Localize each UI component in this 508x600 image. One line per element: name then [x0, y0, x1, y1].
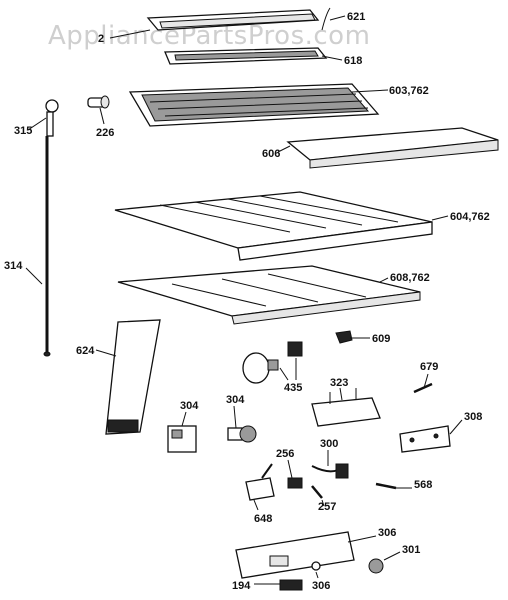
- label-306-top: 306: [378, 527, 396, 539]
- part-609: [335, 330, 353, 344]
- label-256: 256: [276, 448, 294, 460]
- label-226: 226: [96, 127, 114, 139]
- label-314: 314: [4, 260, 23, 272]
- top-bracket-part: [146, 9, 320, 31]
- label-604-762: 604,762: [450, 211, 490, 223]
- label-624: 624: [76, 345, 95, 357]
- part-226: [87, 95, 110, 109]
- label-194: 194: [232, 580, 251, 592]
- label-603-762: 603,762: [389, 85, 429, 97]
- label-618: 618: [344, 55, 362, 67]
- label-679: 679: [420, 361, 438, 373]
- label-648: 648: [254, 513, 272, 525]
- shelf-front-606-part: [286, 127, 499, 169]
- plate-308-part: [399, 425, 451, 453]
- label-609: 609: [372, 333, 390, 345]
- pan-604-part: [114, 191, 433, 261]
- pan-608-part: [117, 265, 421, 325]
- leader-lines: [25, 15, 463, 585]
- knob-304-part: [227, 425, 257, 443]
- label-304-knob: 304: [226, 394, 245, 406]
- label-621: 621: [347, 11, 365, 23]
- wire-621-part: [321, 7, 331, 31]
- part-257: [311, 485, 323, 499]
- duct-624-part: [105, 319, 161, 435]
- label-301: 301: [402, 544, 420, 556]
- control-rod-315-part: [43, 99, 59, 357]
- wire-300-part: [311, 463, 349, 479]
- label-306-bottom: 306: [312, 580, 330, 592]
- part-256: [287, 477, 303, 489]
- label-606: 606: [262, 148, 280, 160]
- knob-301-part: [368, 558, 384, 574]
- label-308: 308: [464, 411, 482, 423]
- screw-679-part: [413, 382, 433, 394]
- thermostat-304-part: [167, 425, 197, 453]
- label-2: 2: [98, 33, 104, 45]
- housing-306-part: [235, 531, 355, 579]
- shelf-rail-618-part: [164, 47, 328, 65]
- label-568: 568: [414, 479, 432, 491]
- label-435: 435: [284, 382, 302, 394]
- part-194: [279, 579, 303, 591]
- label-300: 300: [320, 438, 338, 450]
- label-323: 323: [330, 377, 348, 389]
- label-315: 315: [14, 125, 32, 137]
- label-608-762: 608,762: [390, 272, 430, 284]
- wire-shelf-603-part: [128, 83, 380, 127]
- bracket-323-part: [311, 388, 381, 427]
- light-bulb-435-part: [242, 341, 303, 384]
- label-257: 257: [318, 501, 336, 513]
- screw-568-part: [375, 482, 397, 490]
- switch-648-part: [245, 463, 275, 501]
- label-304-thermostat: 304: [180, 400, 199, 412]
